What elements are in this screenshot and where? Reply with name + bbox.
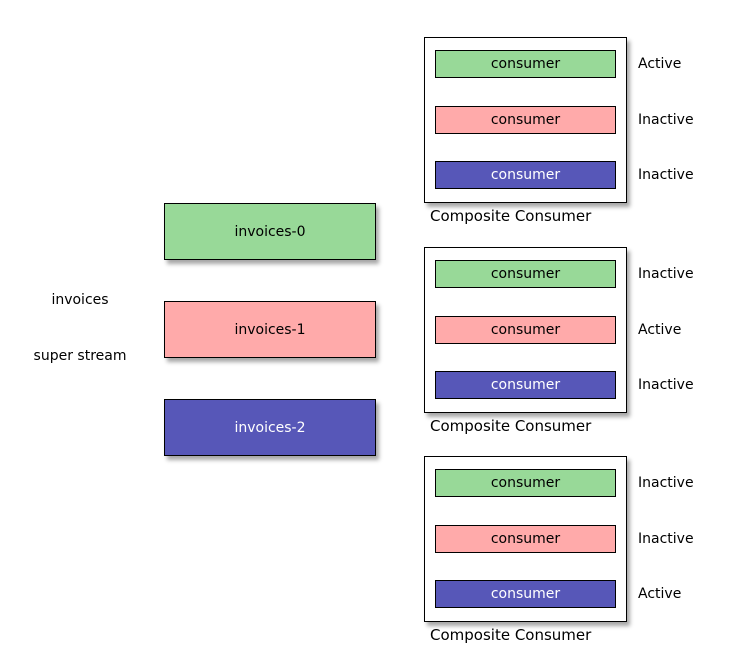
partition-invoices-1: invoices-1 — [164, 301, 376, 358]
consumer-status: Inactive — [638, 531, 694, 547]
consumer-box: consumer — [435, 316, 616, 344]
consumer-status: Inactive — [638, 475, 694, 491]
consumer-label: consumer — [490, 322, 561, 338]
consumer-box: consumer — [435, 580, 616, 608]
composite-consumer-caption: Composite Consumer — [430, 626, 592, 644]
consumer-label: consumer — [490, 531, 561, 547]
consumer-box: consumer — [435, 525, 616, 553]
consumer-label: consumer — [490, 475, 561, 491]
super-stream-type-label: super stream — [33, 348, 127, 364]
consumer-label: consumer — [490, 112, 561, 128]
super-stream-name: invoices — [51, 292, 109, 308]
consumer-label: consumer — [490, 377, 561, 393]
partition-label: invoices-2 — [234, 419, 306, 436]
consumer-status: Active — [638, 586, 682, 602]
consumer-status: Inactive — [638, 112, 694, 128]
consumer-status: Inactive — [638, 167, 694, 183]
consumer-status: Inactive — [638, 266, 694, 282]
partition-invoices-2: invoices-2 — [164, 399, 376, 456]
partition-invoices-0: invoices-0 — [164, 203, 376, 260]
consumer-box: consumer — [435, 106, 616, 134]
consumer-box: consumer — [435, 161, 616, 189]
composite-consumer-box-1: consumer consumer consumer Active Inacti… — [424, 37, 694, 225]
consumer-status: Inactive — [638, 377, 694, 393]
consumer-label: consumer — [490, 586, 561, 602]
consumer-label: consumer — [490, 266, 561, 282]
consumer-label: consumer — [490, 56, 561, 72]
consumer-box: consumer — [435, 260, 616, 288]
composite-consumer-box-3: consumer consumer consumer Inactive Inac… — [424, 456, 694, 644]
composite-consumer-box-2: consumer consumer consumer Inactive Acti… — [424, 247, 694, 435]
consumer-box: consumer — [435, 371, 616, 399]
partition-label: invoices-1 — [234, 321, 306, 338]
consumer-box: consumer — [435, 469, 616, 497]
composite-consumer-caption: Composite Consumer — [430, 417, 592, 435]
consumer-box: consumer — [435, 50, 616, 78]
consumer-label: consumer — [490, 167, 561, 183]
consumer-status: Active — [638, 56, 682, 72]
partition-label: invoices-0 — [234, 223, 306, 240]
consumer-status: Active — [638, 322, 682, 338]
composite-consumer-caption: Composite Consumer — [430, 207, 592, 225]
